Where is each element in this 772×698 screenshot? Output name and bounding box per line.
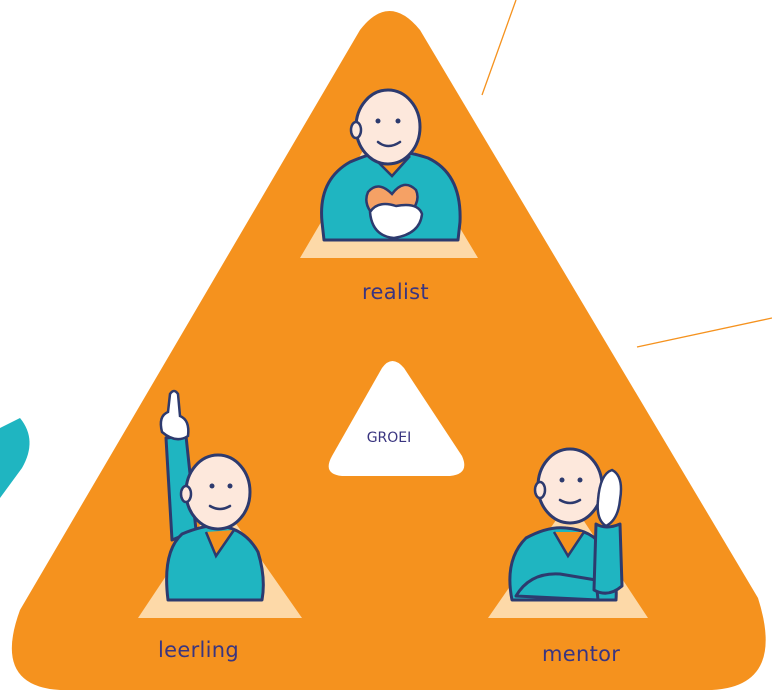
teal-side-shape bbox=[0, 418, 30, 498]
leerling-hand bbox=[159, 389, 190, 441]
mentor-arm bbox=[514, 572, 600, 602]
center-triangle bbox=[328, 361, 465, 476]
mentor-figure bbox=[488, 447, 648, 618]
connector-line-top bbox=[481, 0, 517, 96]
mentor-forearm bbox=[592, 522, 624, 595]
label-realist: realist bbox=[362, 280, 429, 304]
connector-line-right bbox=[636, 317, 772, 348]
center-label: GROEI bbox=[366, 430, 412, 446]
mentor-hand bbox=[596, 468, 623, 528]
label-mentor: mentor bbox=[542, 642, 621, 666]
label-leerling: leerling bbox=[158, 638, 240, 662]
leerling-head bbox=[184, 453, 252, 531]
realist-head bbox=[354, 88, 422, 166]
realist-figure bbox=[300, 88, 478, 258]
mentor-head bbox=[536, 447, 604, 525]
leerling-figure bbox=[138, 389, 302, 618]
realist-hands bbox=[368, 202, 424, 240]
